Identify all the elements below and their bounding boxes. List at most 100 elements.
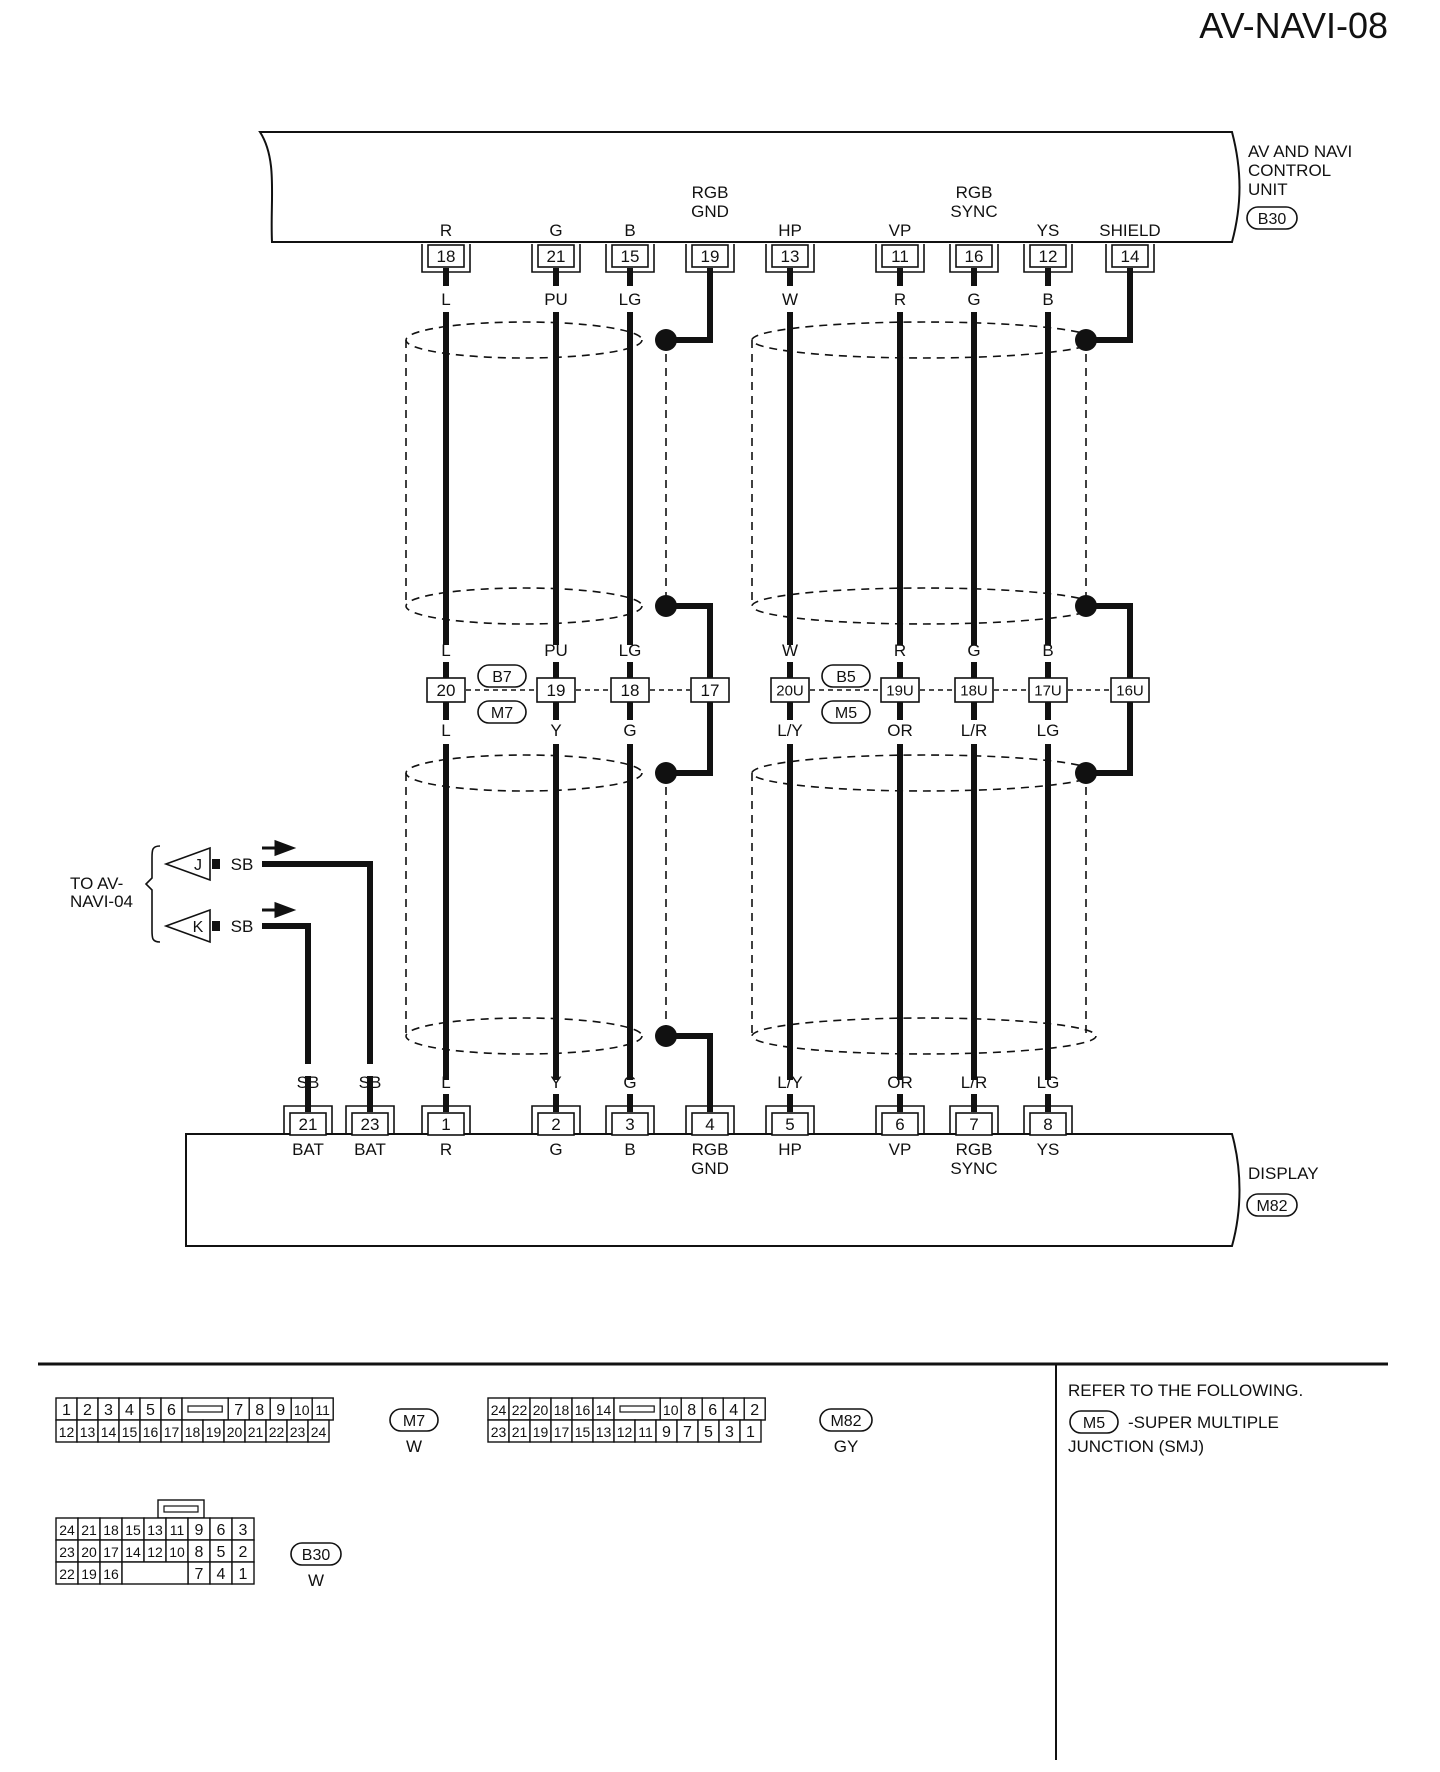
connector-cavity-number: 7	[195, 1566, 204, 1583]
bottom-pin-6-box	[881, 1112, 919, 1136]
bottom-pin-bracket	[875, 1105, 925, 1134]
sb-wire-j	[262, 861, 373, 1064]
top-pin-21-label: 21	[547, 247, 566, 266]
connector-cavity-number: 11	[638, 1424, 653, 1440]
bottom-wire-color: LG	[1037, 1073, 1060, 1092]
control-unit-name-line: UNIT	[1248, 180, 1288, 199]
top-pin-16-box	[955, 244, 993, 268]
offpage-flag	[163, 846, 211, 882]
bottom-pin-1-label: 1	[441, 1115, 450, 1134]
upper-wire-color: W	[782, 290, 798, 309]
connector-cavity-number: 17	[554, 1424, 570, 1440]
bottom-pin-signal-label: RGB	[692, 1140, 729, 1159]
connector-cavity-number: 4	[217, 1566, 226, 1583]
top-pin-signal-label: RGB	[692, 183, 729, 202]
top-pin-signal-label: HP	[778, 221, 802, 240]
junction-ref-b5-oval	[821, 664, 871, 688]
connector-cavity-number: 22	[512, 1402, 528, 1418]
connector-cavity-number: 16	[575, 1402, 591, 1418]
connector-cavity-number: 14	[125, 1544, 141, 1560]
connector-cavity-number: 17	[164, 1424, 180, 1440]
bottom-wire-color: L/R	[961, 1073, 987, 1092]
bottom-pin-8-label: 8	[1043, 1115, 1052, 1134]
bottom-pin-signal-label: RGB	[956, 1140, 993, 1159]
top-pin-15-box	[611, 244, 649, 268]
shield-drain-bottom	[670, 1033, 713, 1112]
connector-cavity	[307, 1419, 330, 1443]
note-line-3: JUNCTION (SMJ)	[1068, 1437, 1204, 1456]
top-pin-signal-label: B	[624, 221, 635, 240]
shield-drain-dot	[655, 762, 677, 784]
connector-cavity-number: 15	[575, 1424, 591, 1440]
connector-cavity-number: 22	[59, 1566, 75, 1582]
control-unit-connector-text: B30	[1258, 211, 1287, 228]
connector-cavity-number: 20	[533, 1402, 549, 1418]
connector-cavity-number: 13	[147, 1522, 163, 1538]
connector-cavity-number: 10	[169, 1544, 185, 1560]
bottom-pin-signal-label: BAT	[292, 1140, 324, 1159]
junction-pin-18-box	[610, 677, 650, 703]
flow-arrow	[262, 901, 297, 919]
sb-wire-k	[262, 923, 311, 1064]
upper-wire-color: L	[441, 290, 450, 309]
connector-cavity-number: 4	[125, 1402, 134, 1419]
bottom-pin-8-box	[1029, 1112, 1067, 1136]
upper-wire-color: LG	[619, 290, 642, 309]
connector-cavity-number: 14	[101, 1424, 117, 1440]
shield-drain-lower-junction	[670, 702, 713, 776]
offpage-wire-color: SB	[231, 855, 254, 874]
junction-pin-18-label: 18	[621, 681, 640, 700]
junction-wire-above: LG	[619, 641, 642, 660]
junction-wire-below: OR	[887, 721, 913, 740]
connector-cavity-number: 7	[234, 1402, 243, 1419]
bottom-pin-4-label: 4	[705, 1115, 714, 1134]
junction-pin-18U-label: 18U	[960, 682, 988, 699]
junction-pin-16U-label: 16U	[1116, 682, 1144, 699]
connector-cavity-number: 2	[239, 1544, 248, 1561]
connector-cavity-number: 21	[248, 1424, 264, 1440]
bottom-wire-color: L/Y	[777, 1073, 803, 1092]
bottom-wire-color: Y	[550, 1073, 561, 1092]
note-ref-m5-oval	[1069, 1410, 1119, 1434]
connector-cavity-number: 8	[687, 1402, 696, 1419]
bottom-pin-signal-label: VP	[889, 1140, 912, 1159]
offpage-ref-letter: J	[194, 857, 202, 874]
junction-pin-17-label: 17	[701, 681, 720, 700]
connector-name-m82-text: M82	[830, 1413, 861, 1430]
bottom-pin-signal-label: G	[549, 1140, 562, 1159]
junction-wire-below: L/R	[961, 721, 987, 740]
top-pin-signal-label: SYNC	[950, 202, 997, 221]
connector-cavity-number: 1	[239, 1566, 248, 1583]
upper-wire-color: PU	[544, 290, 568, 309]
connector-cavity-number: 21	[81, 1522, 97, 1538]
junction-wire-below: G	[623, 721, 636, 740]
bottom-wire-color: G	[623, 1073, 636, 1092]
shield-drain-dot	[1075, 762, 1097, 784]
junction-wire-below: Y	[550, 721, 561, 740]
offpage-label-line: NAVI-04	[70, 892, 133, 911]
connector-cavity-number: 10	[294, 1402, 310, 1418]
bottom-pin-bracket	[421, 1105, 471, 1134]
bottom-pin-3-box	[611, 1112, 649, 1136]
connector-cavity-number: 1	[746, 1424, 755, 1441]
top-pin-12-box	[1029, 244, 1067, 268]
shield-drain-upper-junction	[1090, 603, 1133, 678]
connector-cavity-number: 2	[83, 1402, 92, 1419]
connector-name-m82-oval	[819, 1408, 873, 1432]
junction-pin-18U-box	[954, 677, 994, 703]
top-pin-signal-label: G	[549, 221, 562, 240]
upper-wire-color: G	[967, 290, 980, 309]
top-pin-signal-label: RGB	[956, 183, 993, 202]
top-pin-11-box	[881, 244, 919, 268]
control-unit-name-line: AV AND NAVI	[1248, 142, 1352, 161]
top-pin-15-label: 15	[621, 247, 640, 266]
connector-key-mark	[187, 1405, 223, 1413]
top-pin-19-box	[691, 244, 729, 268]
bottom-pin-21-box	[289, 1112, 327, 1136]
junction-wire-below: L	[441, 721, 450, 740]
connector-cavity-number: 18	[554, 1402, 570, 1418]
bottom-pin-signal-label: BAT	[354, 1140, 386, 1159]
connector-cavity-number: 6	[708, 1402, 717, 1419]
connector-cavity-number: 20	[227, 1424, 243, 1440]
